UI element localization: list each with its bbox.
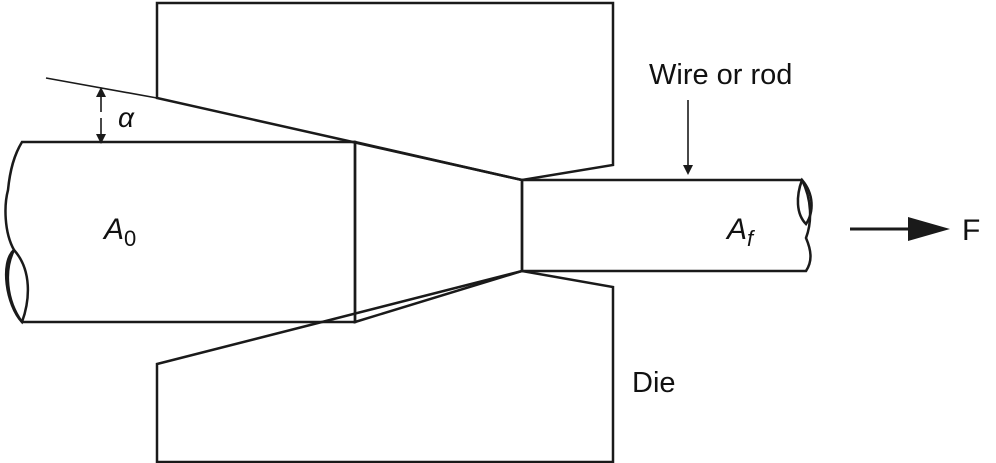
rod-left-break-curve <box>4 248 30 325</box>
die-label: Die <box>632 367 676 399</box>
rod-right-break-curve <box>796 177 813 226</box>
final-area-label: Af <box>725 213 756 251</box>
rod-tapered-section <box>353 140 524 324</box>
rod-final-section <box>520 178 812 273</box>
rod-initial-section <box>4 140 357 324</box>
angle-alpha-label: α <box>118 102 135 133</box>
upper-die <box>155 1 615 182</box>
wire-or-rod-label: Wire or rod <box>649 59 792 91</box>
lower-die <box>155 269 615 463</box>
force-label: F <box>962 214 980 247</box>
force-arrow-head <box>908 217 950 241</box>
initial-area-label: A0 <box>102 213 136 251</box>
